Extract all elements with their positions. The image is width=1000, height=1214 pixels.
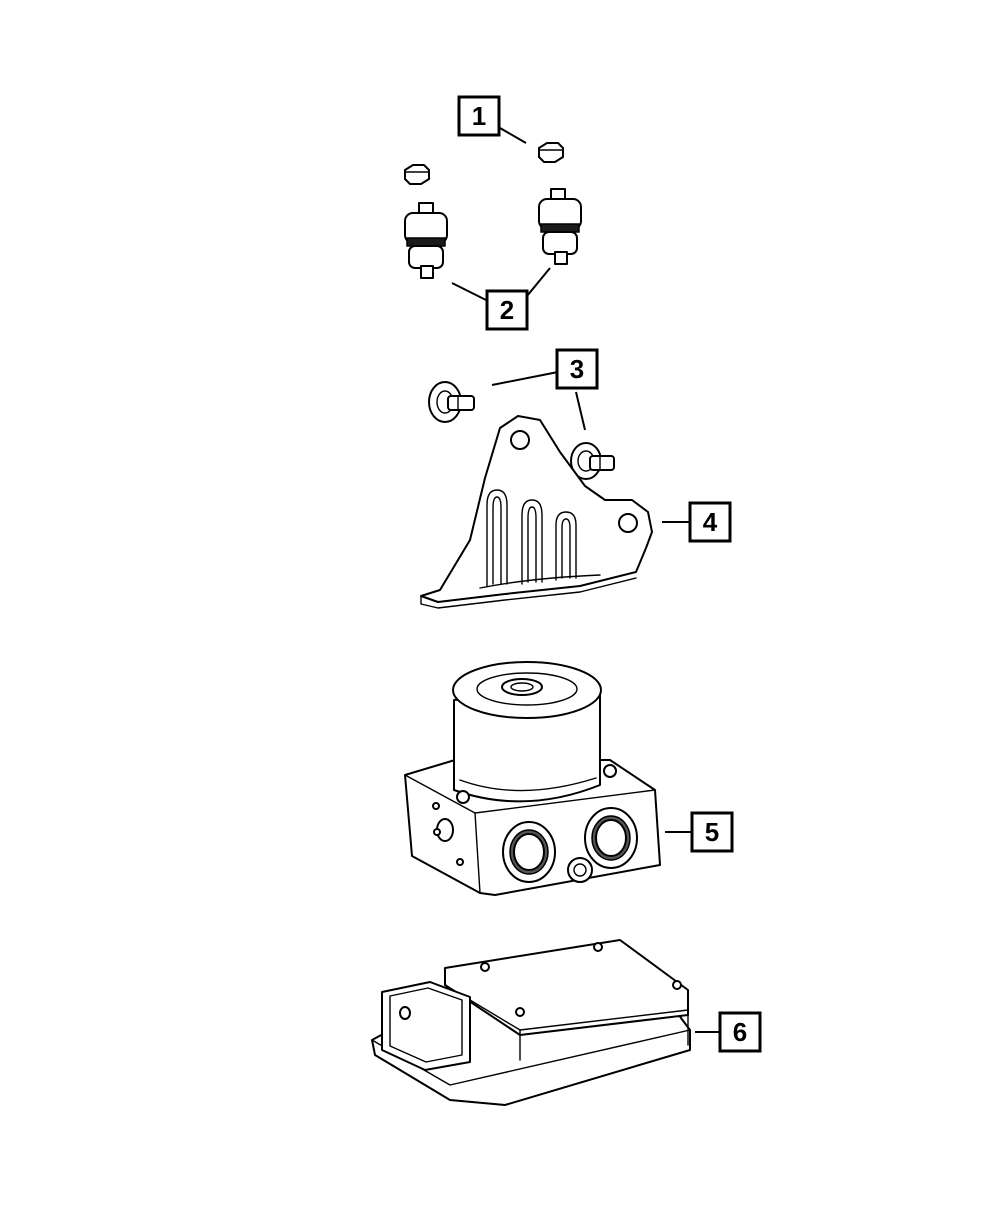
isolator-left (404, 202, 448, 279)
callout-6-label: 6 (733, 1017, 747, 1047)
callout-1-label: 1 (472, 101, 486, 131)
callout-4: 4 (688, 501, 732, 543)
leader-2b (526, 267, 551, 297)
callout-6: 6 (718, 1011, 762, 1053)
callout-4-label: 4 (703, 507, 718, 537)
callout-3-label: 3 (570, 354, 584, 384)
control-module (371, 939, 691, 1106)
callout-2: 2 (485, 289, 529, 331)
callout-5: 5 (690, 811, 734, 853)
callout-2-label: 2 (500, 295, 514, 325)
bolt-left (428, 381, 475, 423)
callout-3: 3 (555, 348, 599, 390)
mounting-bracket (420, 415, 653, 609)
leader-1 (499, 127, 527, 144)
leader-2a (451, 282, 491, 303)
nut-left (404, 164, 430, 185)
hydraulic-unit (404, 661, 661, 896)
leader-3a (491, 371, 559, 386)
nut-right (538, 142, 564, 163)
callout-5-label: 5 (705, 817, 719, 847)
bolt-right (570, 442, 615, 480)
callout-1: 1 (457, 95, 501, 137)
leader-3b (575, 391, 586, 431)
isolator-right (538, 188, 582, 265)
